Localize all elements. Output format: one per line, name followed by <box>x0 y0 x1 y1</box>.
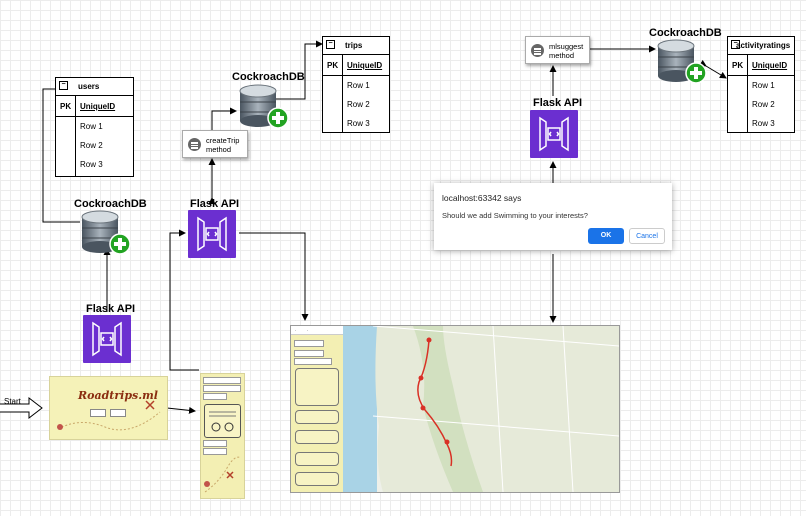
pk-label: PK <box>732 61 744 70</box>
db-label-center: CockroachDB <box>232 71 305 83</box>
table-row: Row 2 <box>347 100 370 109</box>
interest-card[interactable] <box>204 404 241 438</box>
app-home-screenshot[interactable]: Roadtrips.ml <box>49 376 168 440</box>
method-type: method <box>549 51 575 60</box>
activityratings-table-title: activityratings <box>736 41 791 50</box>
table-row: Row 3 <box>752 119 775 128</box>
app-form-screenshot[interactable] <box>200 373 245 499</box>
table-row: Row 2 <box>80 141 103 150</box>
table-row: Row 1 <box>80 122 103 131</box>
trips-table-title: trips <box>345 41 363 50</box>
method-name: createTrip <box>206 136 240 145</box>
table-row: Row 1 <box>347 81 370 90</box>
map-canvas <box>372 326 619 492</box>
method-name: mlsuggest <box>549 42 584 51</box>
trips-table[interactable]: − trips PK UniqueID Row 1 Row 2 Row 3 <box>322 36 390 133</box>
dialog-title: localhost:63342 says <box>442 193 522 203</box>
db-trips-arrow <box>276 40 323 100</box>
phone-api-arrow <box>169 229 199 371</box>
confirm-dialog: localhost:63342 says Should we add Swimm… <box>434 183 672 250</box>
collapse-icon[interactable]: − <box>59 81 68 90</box>
db2-ratings-arrow <box>699 59 727 79</box>
db-label-left: CockroachDB <box>74 198 147 210</box>
api-label-right: Flask API <box>533 97 583 109</box>
database-icon[interactable] <box>656 38 708 86</box>
list-icon <box>188 138 201 151</box>
app-logo: Roadtrips.ml <box>78 389 158 402</box>
database-icon[interactable] <box>238 83 290 131</box>
flask-api-icon[interactable] <box>530 110 578 158</box>
pk-label: PK <box>327 61 339 70</box>
key-label: UniqueID <box>752 61 788 70</box>
key-label: UniqueID <box>347 61 383 70</box>
cancel-button[interactable]: Cancel <box>629 228 665 244</box>
dialog-message: Should we add Swimming to your interests… <box>442 211 588 220</box>
table-row: Row 2 <box>752 100 775 109</box>
table-row: Row 1 <box>752 81 775 90</box>
map-screenshot[interactable]: ·· <box>290 325 620 493</box>
route-doodle <box>57 400 161 431</box>
users-db-connector <box>42 85 80 223</box>
flask-api-icon[interactable] <box>83 315 131 363</box>
users-table[interactable]: − users PK UniqueID Row 1 Row 2 Row 3 <box>55 77 134 177</box>
home-button[interactable] <box>110 409 126 417</box>
method-type: method <box>206 145 232 154</box>
table-row: Row 3 <box>347 119 370 128</box>
pk-label: PK <box>60 102 72 111</box>
list-icon <box>531 44 544 57</box>
collapse-icon[interactable]: − <box>731 40 740 49</box>
method-db-arrow <box>211 107 237 133</box>
table-row: Row 3 <box>80 160 103 169</box>
api-label-center: Flask API <box>190 198 240 210</box>
home-phone-arrow <box>166 406 196 414</box>
start-arrow <box>0 396 43 420</box>
database-icon[interactable] <box>80 209 132 257</box>
api-map-arrow <box>239 232 309 321</box>
api-label-left: Flask API <box>86 303 136 315</box>
home-button[interactable] <box>90 409 106 417</box>
users-table-title: users <box>78 82 100 91</box>
route-doodle <box>204 456 242 493</box>
collapse-icon[interactable]: − <box>326 40 335 49</box>
ok-button[interactable]: OK <box>588 228 624 244</box>
start-label: Start <box>4 397 21 406</box>
db-label-right: CockroachDB <box>649 27 722 39</box>
ocean <box>343 326 377 492</box>
key-label: UniqueID <box>80 102 116 111</box>
flask-api-icon[interactable] <box>188 210 236 258</box>
